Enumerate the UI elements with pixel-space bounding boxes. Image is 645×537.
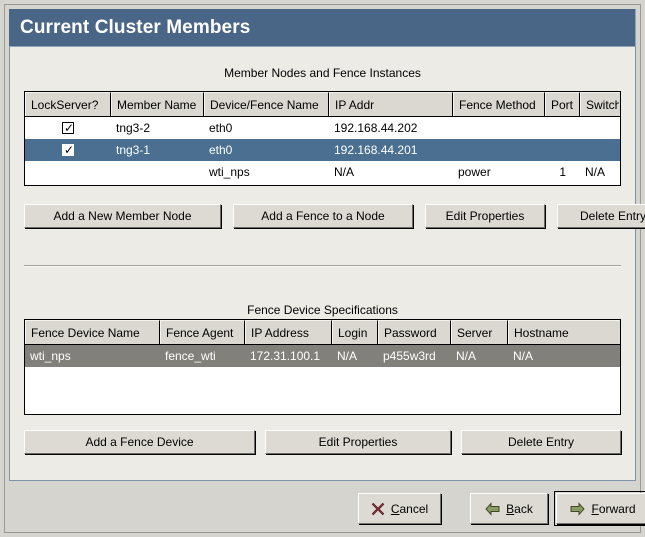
forward-label-rest: orward [598, 501, 636, 516]
cell-fence-method: power [458, 165, 491, 179]
forward-mnemonic: F [591, 501, 599, 516]
cell-port: 1 [559, 165, 566, 179]
col-device-fence-name[interactable]: Device/Fence Name [204, 92, 329, 116]
back-label-rest: ack [514, 501, 533, 516]
cell-switch [580, 117, 620, 139]
edit-properties-button-members[interactable]: Edit Properties [425, 204, 545, 228]
col-member-name[interactable]: Member Name [111, 92, 204, 116]
cell-ip-addr: 192.168.44.201 [334, 143, 418, 157]
col-fence-device-name[interactable]: Fence Device Name [25, 320, 160, 344]
delete-entry-button-fence[interactable]: Delete Entry [461, 430, 621, 454]
cell-member-name [111, 161, 204, 183]
add-fence-device-button[interactable]: Add a Fence Device [24, 430, 255, 454]
members-table-header: LockServer? Member Name Device/Fence Nam… [25, 92, 620, 117]
col-switch[interactable]: Switch [580, 92, 620, 116]
cell-member-name: tng3-2 [116, 121, 151, 135]
table-row[interactable]: ✓ tng3-1 eth0 192.168.44.201 [25, 139, 620, 161]
cell-password: p455w3rd [383, 349, 436, 363]
members-section-label: Member Nodes and Fence Instances [224, 66, 421, 80]
lockserver-checkbox[interactable]: ✓ [62, 143, 75, 157]
cancel-mnemonic: C [390, 501, 400, 516]
col-lockserver[interactable]: LockServer? [25, 92, 111, 116]
cell-fence-agent: fence_wti [165, 349, 216, 363]
table-row[interactable]: wti_nps fence_wti 172.31.100.1 N/A p455w… [25, 345, 620, 367]
cell-lockserver[interactable]: ✓ [25, 117, 111, 139]
add-fence-to-node-button[interactable]: Add a Fence to a Node [233, 204, 413, 228]
cell-port [545, 139, 580, 161]
fence-table-header: Fence Device Name Fence Agent IP Address… [25, 320, 620, 345]
cell-fence-method [453, 117, 545, 139]
cell-member-name: tng3-1 [116, 143, 151, 157]
cell-server: N/A [456, 349, 477, 363]
dialog-action-area: Cancel Back Forward [5, 482, 645, 532]
cell-switch: N/A [585, 165, 606, 179]
fence-section-label: Fence Device Specifications [247, 303, 398, 317]
cell-ip-address: 172.31.100.1 [250, 349, 321, 363]
col-port[interactable]: Port [545, 92, 580, 116]
cell-lockserver [25, 161, 111, 183]
title-bar: Current Cluster Members [9, 9, 636, 47]
cell-device-fence: eth0 [209, 121, 233, 135]
fence-devices-table[interactable]: Fence Device Name Fence Agent IP Address… [24, 319, 621, 415]
arrow-left-icon [485, 501, 500, 516]
cell-lockserver[interactable]: ✓ [25, 139, 111, 161]
lockserver-checkbox[interactable]: ✓ [62, 121, 75, 135]
back-button-label: Back [506, 502, 533, 516]
col-fence-agent[interactable]: Fence Agent [160, 320, 245, 344]
col-hostname[interactable]: Hostname [508, 320, 620, 344]
col-login[interactable]: Login [332, 320, 378, 344]
cell-fence-method [453, 139, 545, 161]
cell-switch [580, 139, 620, 161]
forward-button[interactable]: Forward [554, 491, 645, 526]
table-row[interactable]: wti_nps N/A power 1 N/A [25, 161, 620, 183]
members-table[interactable]: LockServer? Member Name Device/Fence Nam… [24, 91, 621, 186]
col-ip-address[interactable]: IP Address [245, 320, 332, 344]
section-separator [24, 265, 621, 267]
col-fence-method[interactable]: Fence Method [453, 92, 545, 116]
cell-fence-device-name: wti_nps [30, 349, 71, 363]
page-title: Current Cluster Members [20, 16, 251, 38]
col-password[interactable]: Password [378, 320, 451, 344]
arrow-right-icon [570, 501, 586, 516]
content-panel: Member Nodes and Fence Instances LockSer… [9, 47, 645, 481]
edit-properties-button-fence[interactable]: Edit Properties [265, 430, 451, 454]
col-server[interactable]: Server [451, 320, 508, 344]
cancel-button-label: Cancel [391, 502, 428, 516]
table-row[interactable]: ✓ tng3-2 eth0 192.168.44.202 [25, 117, 620, 139]
cell-hostname: N/A [513, 349, 534, 363]
back-button[interactable]: Back [470, 493, 548, 524]
col-ip-addr[interactable]: IP Addr [329, 92, 453, 116]
add-member-node-button[interactable]: Add a New Member Node [24, 204, 221, 228]
cell-login: N/A [337, 349, 358, 363]
cancel-label-rest: ancel [399, 501, 429, 516]
cell-device-fence: eth0 [209, 143, 233, 157]
cell-ip-addr: N/A [334, 165, 355, 179]
cancel-x-icon [371, 502, 385, 516]
delete-entry-button-members[interactable]: Delete Entry [557, 204, 645, 228]
cancel-button[interactable]: Cancel [358, 493, 441, 524]
cell-device-fence: wti_nps [209, 165, 250, 179]
forward-button-label: Forward [591, 502, 635, 516]
cell-ip-addr: 192.168.44.202 [334, 121, 418, 135]
cell-port [545, 117, 580, 139]
back-mnemonic: B [506, 501, 515, 516]
